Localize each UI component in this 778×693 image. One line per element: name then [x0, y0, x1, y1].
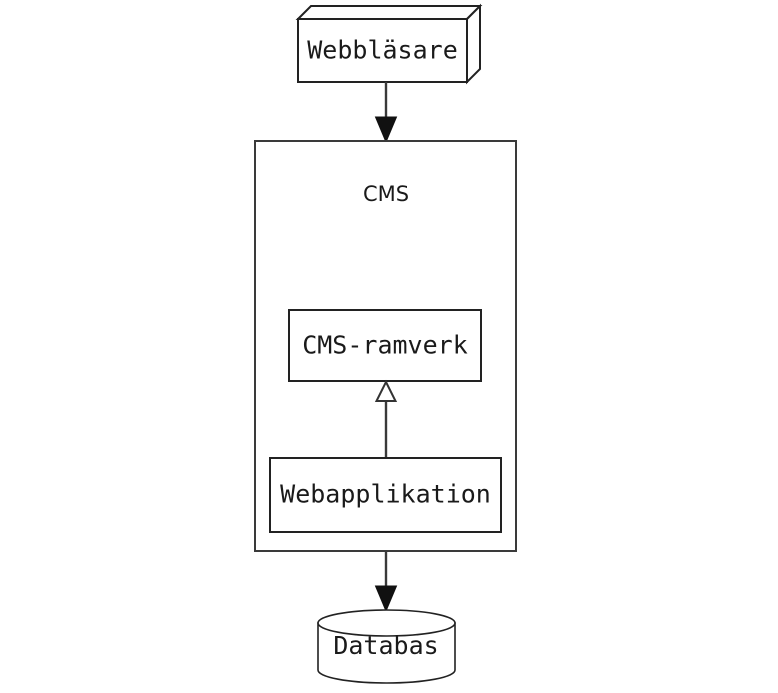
- arrowhead-down-icon: [374, 585, 398, 613]
- node-label-cms-ramverk: CMS-ramverk: [302, 331, 468, 360]
- webbrowser-top-face: [295, 5, 483, 20]
- node-cms-ramverk[interactable]: CMS-ramverk: [288, 309, 482, 382]
- arrowhead-down-icon: [374, 116, 398, 144]
- node-webbrowser[interactable]: Webbläsare: [295, 3, 483, 85]
- generalization-triangle-icon: [374, 379, 398, 402]
- node-label-databas: Databas: [333, 631, 438, 660]
- edge-cms-to-databas: [374, 551, 398, 613]
- webapplikation-rect: [269, 457, 502, 533]
- databas-cylinder-top: [317, 609, 456, 637]
- webbrowser-side-face: [466, 3, 481, 85]
- node-webapplikation[interactable]: Webapplikation: [269, 457, 502, 533]
- node-databas[interactable]: Databas: [317, 609, 456, 684]
- node-label-webbrowser: Webbläsare: [307, 36, 458, 65]
- edge-browser-to-cms: [374, 82, 398, 144]
- node-label-webapplikation: Webapplikation: [280, 480, 491, 509]
- cms-ramverk-rect: [288, 309, 482, 382]
- node-label-cms: CMS: [363, 182, 409, 206]
- webbrowser-front-face: [297, 18, 468, 83]
- databas-cylinder-body: [317, 622, 456, 684]
- edge-webapp-to-ramverk: [374, 379, 398, 458]
